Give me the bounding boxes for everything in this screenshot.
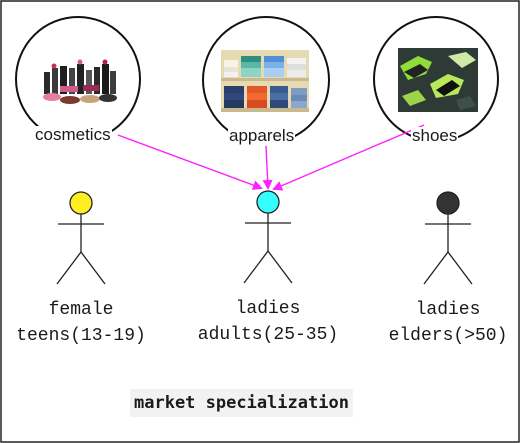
figure-head-teens [69,191,93,215]
figure-head-adults [256,190,280,214]
segment-line1: ladies [415,300,481,320]
product-label-cosmetics: cosmetics [34,125,112,144]
figure-adults [243,190,293,284]
figure-elders [423,191,473,285]
product-label-shoes: shoes [411,126,459,145]
folded-clothes-photo [221,50,309,112]
sneakers-photo [398,48,478,112]
arrow-shoes-to-adults [272,124,425,191]
segment-label-elders: ladies elders(>50) [368,297,520,349]
product-shoes [373,16,499,142]
segment-line1: ladies [235,299,301,319]
segment-line2: elders(>50) [388,326,508,346]
arrow-cosmetics-to-adults [117,134,263,190]
product-cosmetics [15,16,141,142]
segment-label-adults: ladies adults(25-35) [188,296,348,348]
segment-line1: female [48,300,114,320]
segment-label-teens: female teens(13-19) [1,297,161,349]
figure-teens [56,191,106,285]
segment-line2: adults(25-35) [197,325,339,345]
figure-head-elders [436,191,460,215]
cosmetics-photo [40,59,120,104]
diagram-caption: market specialization [130,389,353,417]
arrow-apparels-to-adults [262,145,273,190]
product-apparels [202,16,330,144]
arrows [117,124,425,191]
segment-line2: teens(13-19) [16,326,146,346]
product-label-apparels: apparels [228,126,296,145]
